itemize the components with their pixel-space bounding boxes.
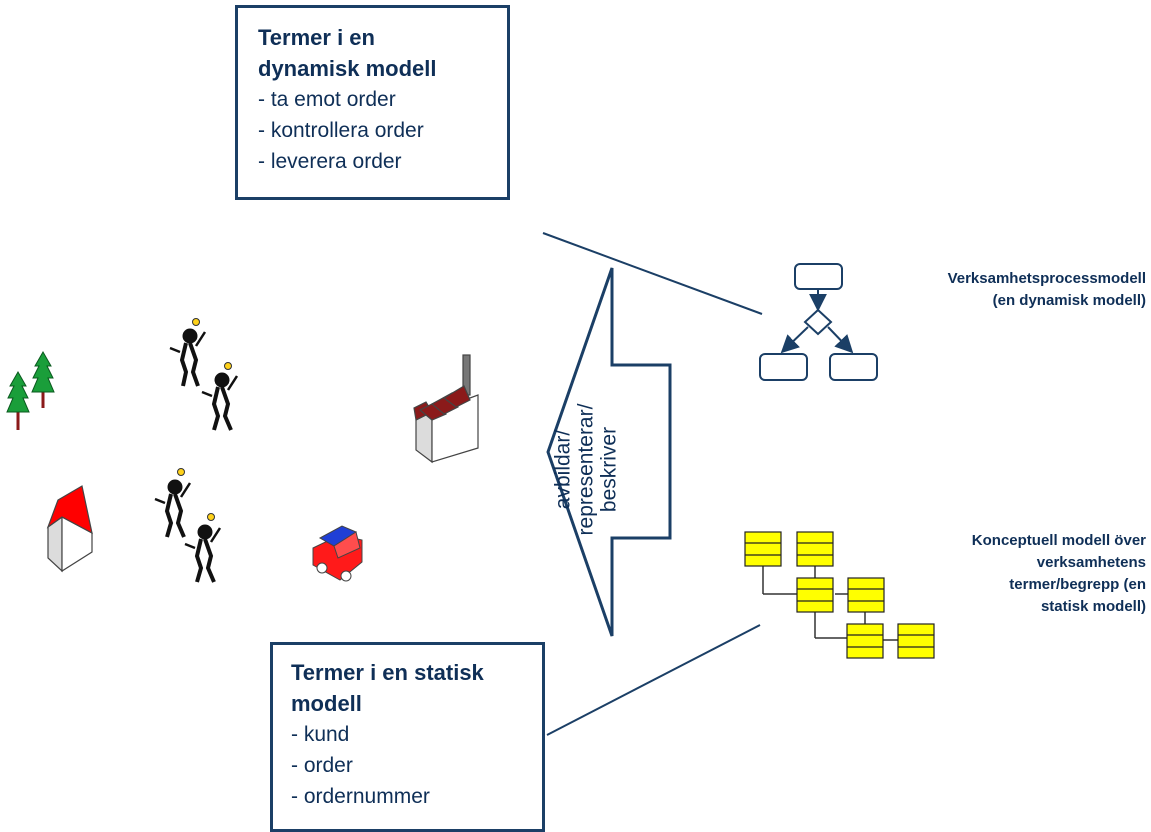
static-term-item: - order [291, 754, 353, 777]
connector-line-static [546, 624, 761, 736]
trees-icon [6, 350, 55, 430]
concept-model-caption-line1: Konceptuell modell över [971, 532, 1146, 549]
static-terms-title-line1: Termer i en statisk [291, 660, 484, 685]
dynamic-term-item: - ta emot order [258, 88, 396, 111]
static-term-item: - ordernummer [291, 785, 430, 808]
static-term-item: - kund [291, 723, 350, 746]
concept-model-caption-line3: termer/begrepp (en [1009, 576, 1146, 593]
dynamic-terms-title-line1: Termer i en [258, 25, 375, 50]
concept-model-caption-line2: verksamhetens [1036, 554, 1146, 571]
factory-icon [413, 354, 479, 464]
arrow-label-line2: representerar/ [574, 403, 598, 536]
process-model-diagram [759, 263, 878, 381]
process-model-caption-line1: Verksamhetsprocessmodell [947, 270, 1146, 287]
big-arrow-shape [546, 267, 672, 637]
concept-model-diagram [744, 531, 935, 659]
house-icon [46, 485, 93, 573]
arrow-label-line3: beskriver [597, 426, 621, 513]
process-model-caption-line2: (en dynamisk modell) [992, 292, 1146, 309]
dynamic-term-item: - leverera order [258, 150, 402, 173]
dynamic-terms-title-line2: dynamisk modell [258, 56, 437, 81]
static-terms-title-line2: modell [291, 691, 362, 716]
people-icon [154, 328, 239, 583]
lightbulb-icon [177, 318, 232, 521]
car-icon [312, 525, 363, 582]
concept-model-caption: Konceptuell modell över verksamhetens te… [906, 530, 1146, 618]
concept-model-caption-line4: statisk modell) [1040, 598, 1146, 615]
static-terms-box: Termer i en statisk modell - kund - orde… [270, 642, 545, 832]
process-model-caption: Verksamhetsprocessmodell (en dynamisk mo… [846, 268, 1146, 312]
connector-line-dynamic [542, 232, 763, 315]
dynamic-terms-box: Termer i en dynamisk modell - ta emot or… [235, 5, 510, 200]
dynamic-term-item: - kontrollera order [258, 119, 424, 142]
arrow-label-line1: avbildar/ [551, 429, 575, 510]
